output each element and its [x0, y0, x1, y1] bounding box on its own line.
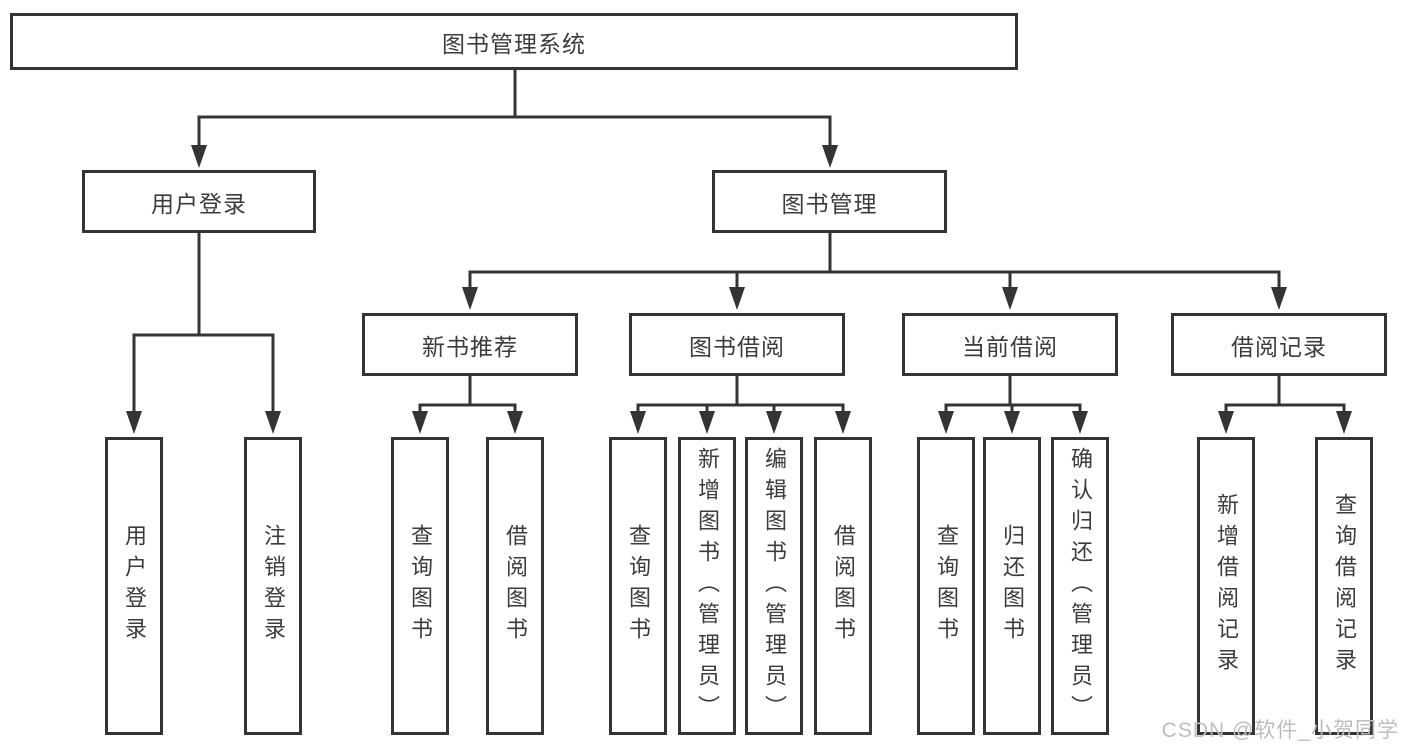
node-br-query-record: 查询借阅记录	[1315, 437, 1373, 735]
node-user-login-branch: 用户登录	[82, 170, 316, 233]
node-cb-return-books: 归还图书	[983, 437, 1041, 735]
node-logout: 注销登录	[244, 437, 302, 735]
node-borrowing-records: 借阅记录	[1171, 313, 1387, 376]
node-new-book-recommend: 新书推荐	[362, 313, 578, 376]
node-nb-borrow-books: 借阅图书	[486, 437, 544, 735]
csdn-watermark: CSDN @软件_小贺同学	[1161, 719, 1399, 742]
node-current-borrowing: 当前借阅	[902, 313, 1118, 376]
node-nb-query-books: 查询图书	[391, 437, 449, 735]
node-bb-query-books: 查询图书	[609, 437, 667, 735]
node-library-management-system: 图书管理系统	[10, 13, 1018, 70]
node-cb-query-books: 查询图书	[917, 437, 975, 735]
node-cb-confirm-return-admin: 确认归还（管理员）	[1051, 437, 1109, 735]
node-br-add-record: 新增借阅记录	[1197, 437, 1255, 735]
node-book-management: 图书管理	[712, 170, 947, 233]
node-book-borrowing: 图书借阅	[629, 313, 845, 376]
node-bb-add-books-admin: 新增图书（管理员）	[678, 437, 736, 735]
node-user-login: 用户登录	[105, 437, 163, 735]
node-bb-borrow-books: 借阅图书	[814, 437, 872, 735]
node-bb-edit-books-admin: 编辑图书（管理员）	[745, 437, 803, 735]
